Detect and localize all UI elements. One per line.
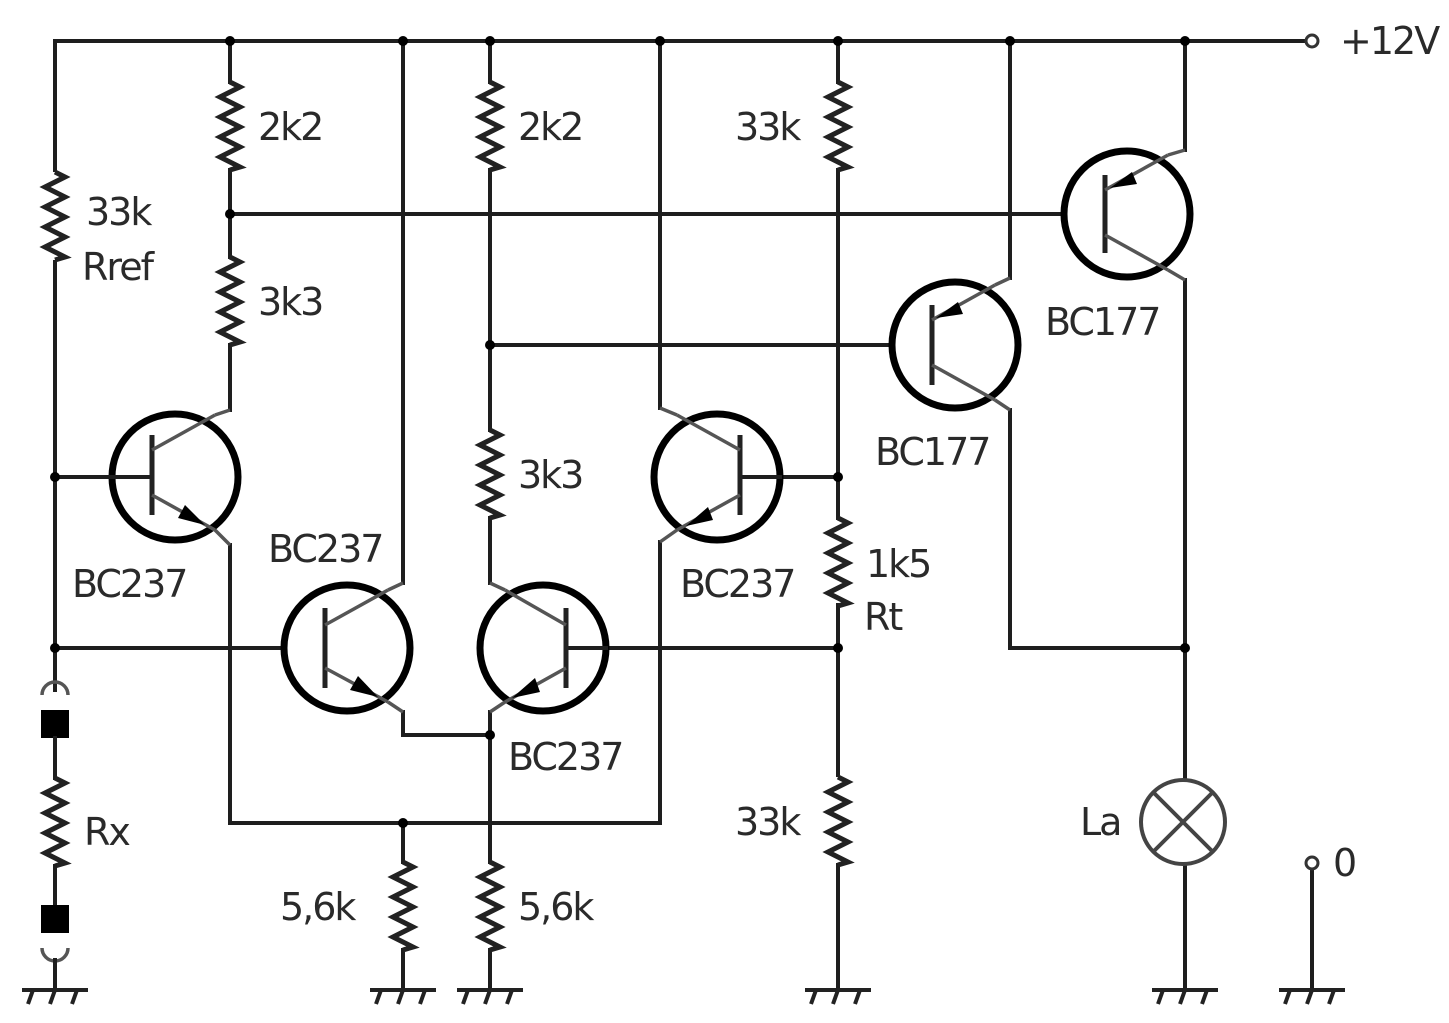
ground-icon [1279, 988, 1345, 1005]
svg-text:5,6k: 5,6k [518, 885, 594, 929]
resistor-r2: 3k3 [220, 257, 324, 345]
ground-icon [22, 988, 88, 1005]
resistor-r1: 2k2 [220, 82, 324, 170]
transistor-q3: BC237 [476, 581, 624, 779]
svg-text:BC177: BC177 [875, 430, 989, 474]
svg-text:BC237: BC237 [680, 562, 794, 606]
svg-text:La: La [1080, 800, 1120, 844]
resistor-rx: Rx [40, 680, 132, 992]
ground-terminal: 0 [1304, 841, 1357, 885]
svg-text:33k: 33k [86, 190, 152, 234]
positive-terminal[interactable] [1304, 33, 1320, 49]
svg-text:5,6k: 5,6k [280, 885, 356, 929]
svg-text:Rref: Rref [82, 245, 156, 289]
ground-icon [370, 988, 436, 1005]
resistor-r8: 5,6k [480, 862, 596, 950]
probe-socket-top[interactable] [40, 680, 70, 696]
svg-text:33k: 33k [735, 800, 801, 844]
junctions [50, 36, 1190, 828]
svg-text:33k: 33k [735, 105, 801, 149]
ground-icon [1152, 988, 1218, 1005]
transistor-q6: BC177 [1045, 147, 1194, 344]
svg-text:2k2: 2k2 [518, 105, 582, 149]
ground-icon [457, 988, 523, 1005]
svg-text:BC237: BC237 [508, 735, 622, 779]
lamp-la: La [1080, 778, 1227, 866]
svg-text:3k3: 3k3 [258, 280, 322, 324]
transistor-q1: BC237 [72, 408, 242, 606]
svg-text:BC177: BC177 [1045, 300, 1159, 344]
ground-symbols [22, 988, 1345, 1005]
svg-text:2k2: 2k2 [258, 105, 322, 149]
resistor-r5: 33k [735, 82, 848, 170]
supply-rail: +12V [53, 19, 1442, 63]
resistor-rt: 1k5 Rt [828, 518, 932, 639]
svg-text:Rt: Rt [864, 595, 902, 639]
resistor-r3: 2k2 [480, 82, 584, 170]
svg-text:BC237: BC237 [72, 562, 186, 606]
transistor-q2: BC237 [268, 527, 414, 715]
supply-label: +12V [1340, 19, 1440, 63]
svg-text:Rx: Rx [84, 810, 130, 854]
resistor-r6: 33k [735, 777, 848, 865]
transistor-q4: BC237 [650, 406, 796, 606]
svg-text:0: 0 [1333, 841, 1355, 885]
svg-text:1k5: 1k5 [866, 542, 930, 586]
resistor-r4: 3k3 [480, 430, 584, 518]
probe-pad-bottom[interactable] [41, 905, 69, 933]
transistor-q5: BC177 [875, 276, 1022, 474]
wires [53, 39, 1314, 992]
svg-text:BC237: BC237 [268, 527, 382, 571]
ground-icon [805, 988, 871, 1005]
resistor-rref: 33k Rref [45, 172, 158, 289]
resistor-r7: 5,6k [280, 862, 413, 950]
svg-text:3k3: 3k3 [518, 453, 582, 497]
probe-pad-top[interactable] [41, 710, 69, 738]
